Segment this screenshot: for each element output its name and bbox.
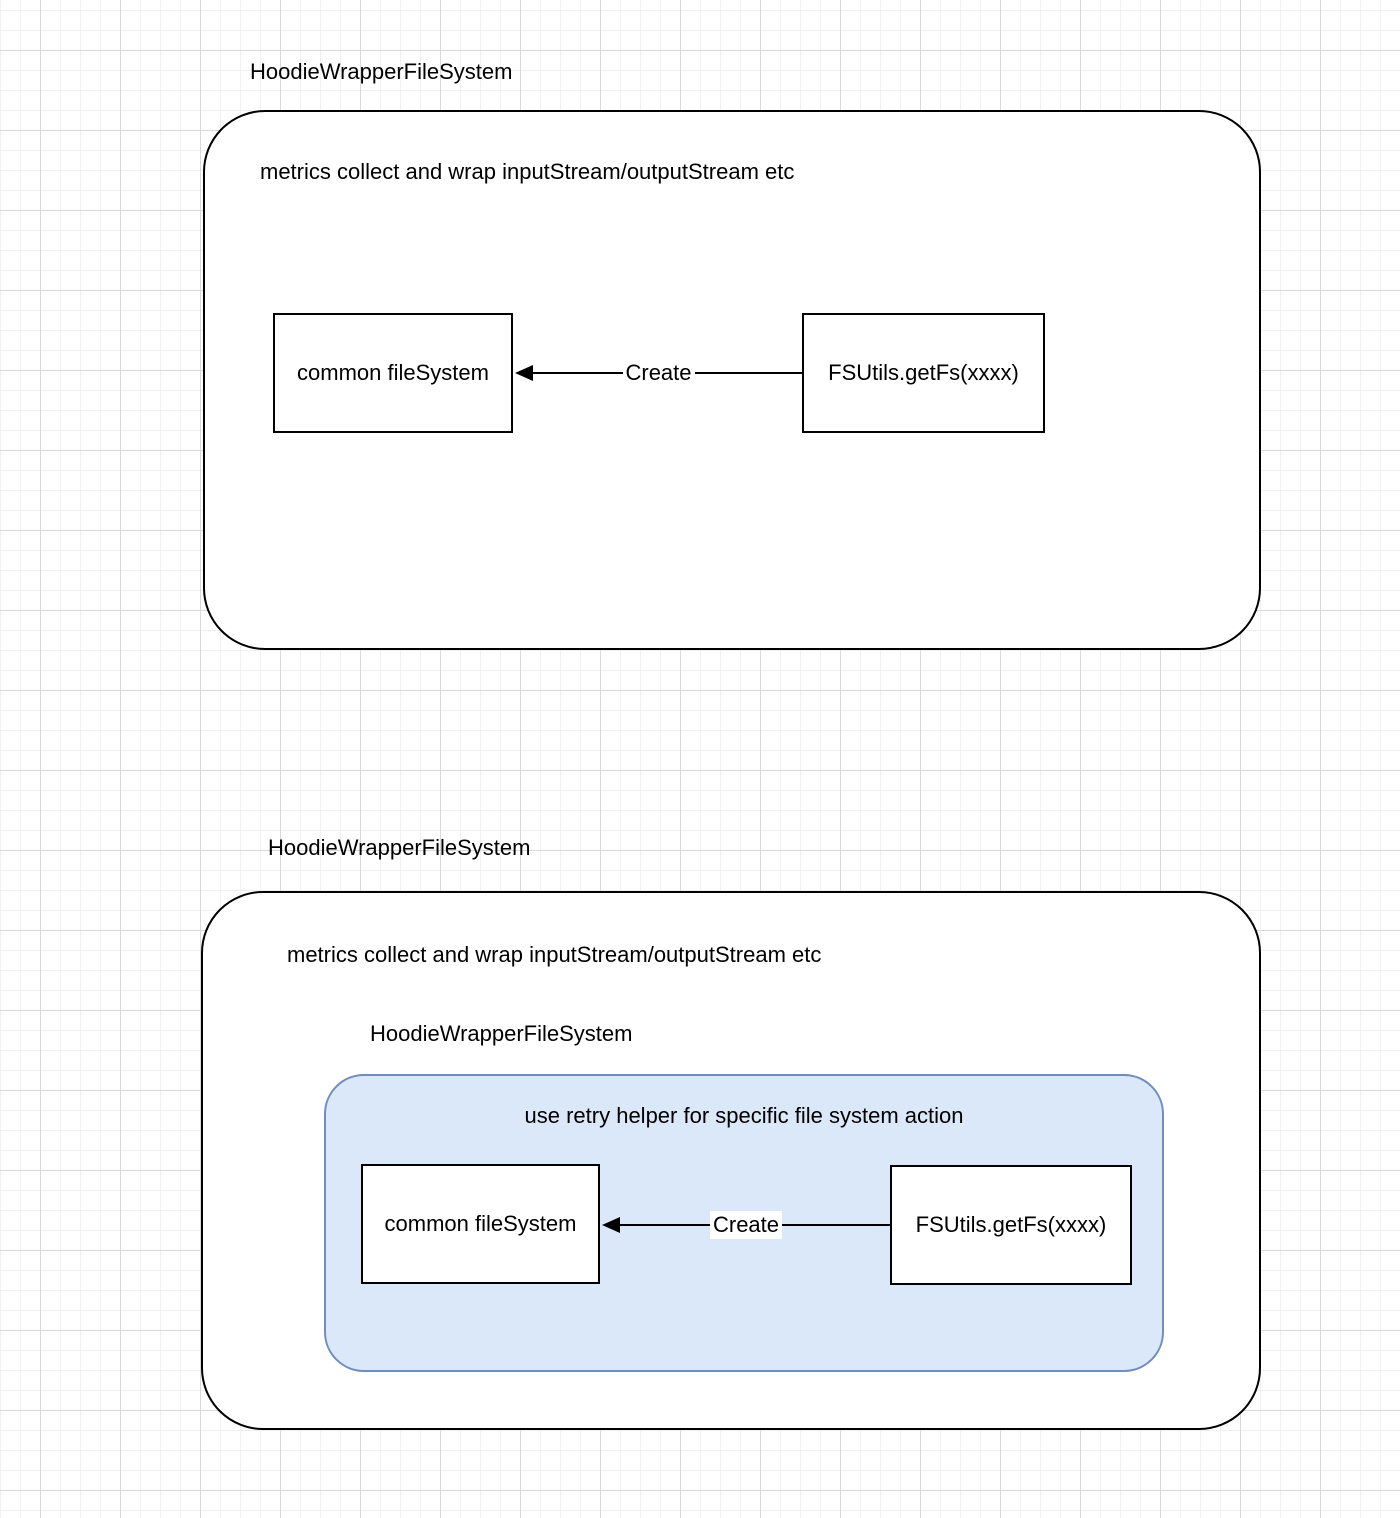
top-common-filesystem-label: common fileSystem xyxy=(297,360,489,385)
top-common-filesystem-node[interactable]: common fileSystem xyxy=(273,313,513,433)
bottom-wrapper-container[interactable]: metrics collect and wrap inputStream/out… xyxy=(201,891,1261,1430)
bottom-create-edge-label: Create xyxy=(709,1211,783,1239)
top-fsutils-getfs-label: FSUtils.getFs(xxxx) xyxy=(828,360,1019,385)
bottom-inner-title: HoodieWrapperFileSystem xyxy=(370,1021,633,1046)
bottom-common-filesystem-label: common fileSystem xyxy=(384,1211,577,1236)
bottom-container-note: metrics collect and wrap inputStream/out… xyxy=(287,942,822,967)
bottom-arrowhead-left-icon xyxy=(602,1217,620,1233)
bottom-common-filesystem-node[interactable]: common fileSystem xyxy=(361,1164,600,1284)
bottom-diagram-title: HoodieWrapperFileSystem xyxy=(268,835,531,860)
top-fsutils-getfs-node[interactable]: FSUtils.getFs(xxxx) xyxy=(802,313,1045,433)
top-arrowhead-left-icon xyxy=(515,365,533,381)
top-wrapper-container[interactable]: metrics collect and wrap inputStream/out… xyxy=(203,110,1261,650)
bottom-retry-helper-note: use retry helper for specific file syste… xyxy=(524,1103,964,1128)
bottom-fsutils-getfs-label: FSUtils.getFs(xxxx) xyxy=(915,1212,1107,1237)
bottom-create-edge[interactable]: Create xyxy=(602,1211,890,1239)
top-create-edge-label: Create xyxy=(622,359,695,387)
bottom-fsutils-getfs-node[interactable]: FSUtils.getFs(xxxx) xyxy=(890,1165,1132,1285)
top-diagram-title: HoodieWrapperFileSystem xyxy=(250,59,513,84)
bottom-retry-helper-container[interactable]: use retry helper for specific file syste… xyxy=(324,1074,1164,1372)
top-container-note: metrics collect and wrap inputStream/out… xyxy=(260,159,795,184)
top-create-edge[interactable]: Create xyxy=(515,359,802,387)
